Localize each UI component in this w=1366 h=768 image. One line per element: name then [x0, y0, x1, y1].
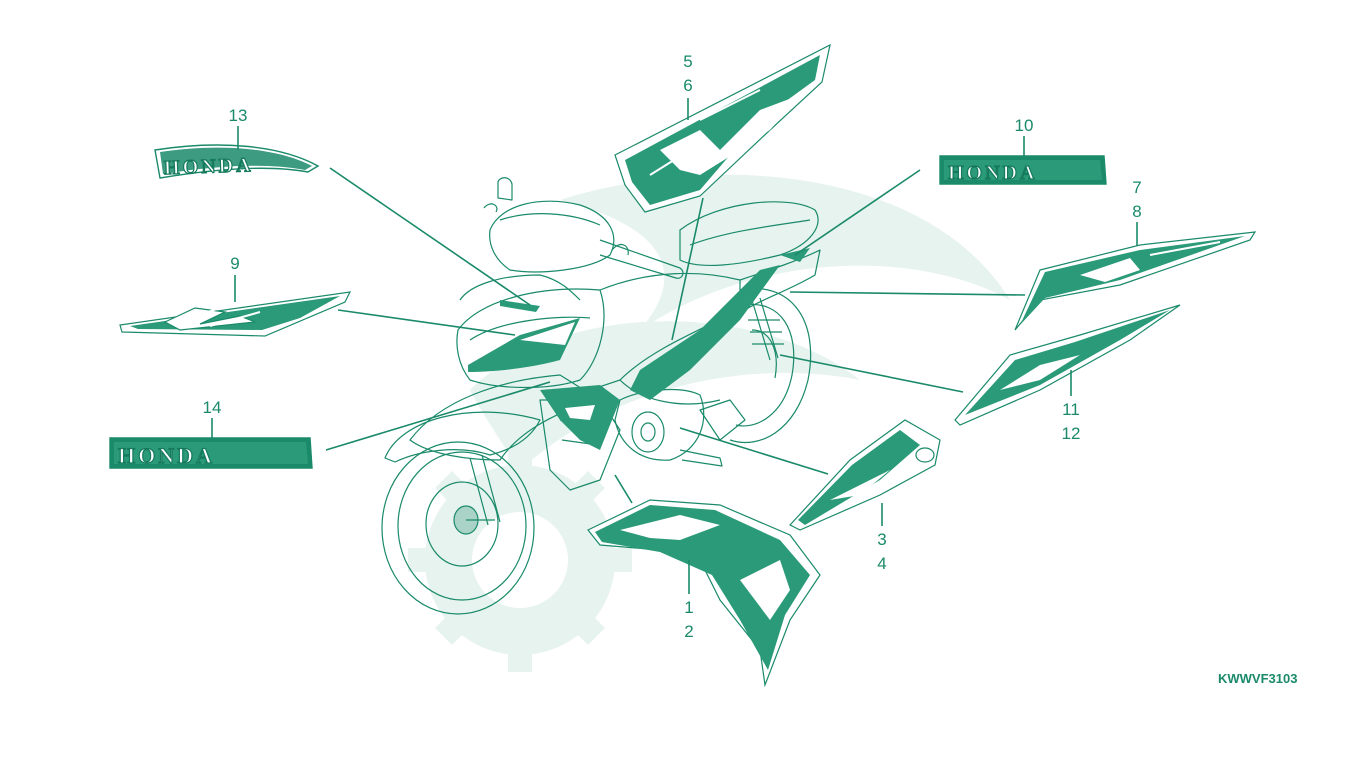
emblem-honda-10: HONDA [939, 155, 1107, 185]
leader-line-1-2 [614, 474, 633, 504]
callout-4: 4 [877, 554, 886, 573]
leader-line-9 [337, 309, 516, 336]
callout-10: 10 [1015, 116, 1034, 135]
decal-11-12 [954, 304, 1181, 426]
callout-13: 13 [229, 106, 248, 125]
decal-1-2 [587, 499, 821, 688]
leader-line-14 [325, 381, 551, 451]
callout-3: 3 [877, 530, 886, 549]
leader-line-10 [794, 169, 921, 256]
emblem-text: HONDA [164, 154, 254, 179]
decal-5-6 [614, 43, 831, 213]
decal-9 [119, 291, 352, 337]
callout-14: 14 [203, 398, 222, 417]
decal-3-4 [789, 419, 941, 531]
callout-6: 6 [683, 76, 692, 95]
emblem-text: HONDA [118, 443, 215, 468]
callout-12: 12 [1062, 424, 1081, 443]
callout-11: 11 [1062, 400, 1080, 419]
front-wheel [381, 441, 535, 615]
leader-line-5-6 [671, 197, 704, 341]
decal-7-8 [1014, 231, 1257, 331]
leader-line-13 [329, 167, 531, 306]
emblem-honda-13: HONDA [154, 144, 320, 180]
callout-labels: 1 2 3 4 5 6 7 8 9 10 11 12 13 14 [203, 52, 1142, 641]
callout-5: 5 [683, 52, 692, 71]
callout-2: 2 [684, 622, 693, 641]
motorcycle-illustration [381, 177, 821, 615]
watermark-logo [408, 174, 1010, 672]
leader-line-11-12 [779, 354, 964, 393]
leader-line-3-4 [679, 427, 829, 475]
callout-9: 9 [230, 254, 239, 273]
emblem-honda-14: HONDA [109, 437, 313, 469]
leader-line-7-8 [789, 291, 1026, 296]
callout-8: 8 [1132, 202, 1141, 221]
diagram-code: KWWVF3103 [1218, 671, 1297, 686]
callout-1: 1 [684, 598, 693, 617]
callout-7: 7 [1132, 178, 1141, 197]
leader-lines [211, 98, 1138, 594]
emblem-text: HONDA [948, 162, 1037, 184]
